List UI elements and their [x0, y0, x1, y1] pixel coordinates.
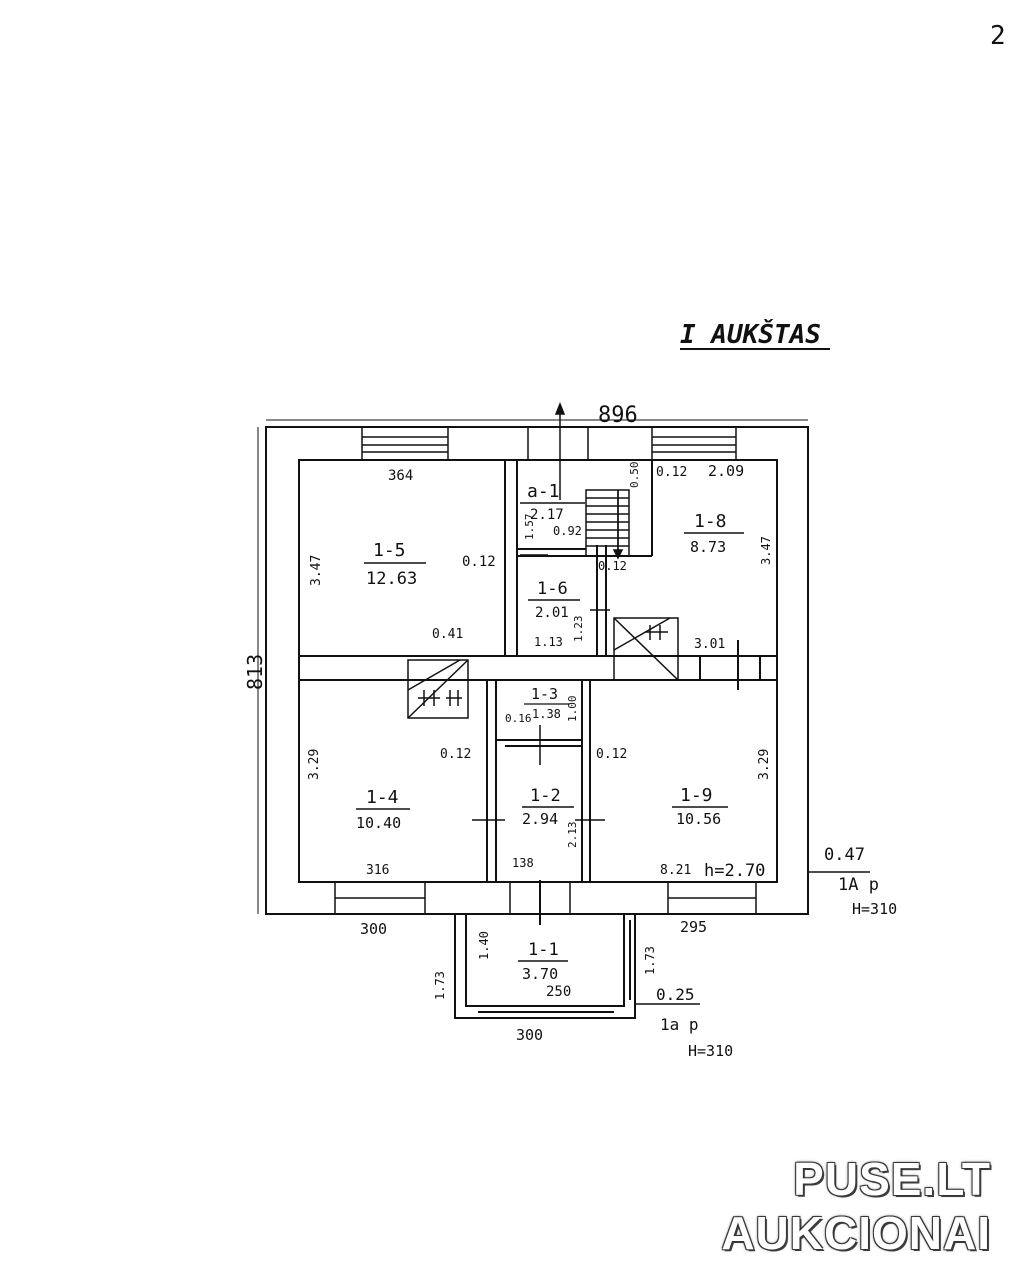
svg-text:2.94: 2.94 — [522, 810, 558, 828]
dim-173b: 1.73 — [643, 946, 657, 975]
floor-title-text: I AUKŠTAS — [680, 318, 821, 350]
windows — [334, 426, 757, 915]
dim-347a: 3.47 — [309, 555, 324, 586]
dim-329b: 3.29 — [757, 749, 772, 780]
room-1-2: 1-2 2.94 — [522, 786, 574, 828]
floor-title: I AUKŠTAS — [680, 318, 830, 350]
dim-041: 0.41 — [432, 627, 463, 642]
svg-text:1-5: 1-5 — [373, 540, 406, 561]
svg-text:1-4: 1-4 — [366, 787, 399, 808]
dim-012c: 0.12 — [598, 559, 627, 573]
overall-width-label: 896 — [598, 403, 638, 428]
svg-text:1-3: 1-3 — [531, 685, 558, 703]
svg-text:1-6: 1-6 — [537, 579, 568, 599]
room-1-3: 1-3 1.38 — [524, 685, 570, 721]
dim-316: 316 — [366, 863, 389, 878]
staircase — [585, 489, 630, 560]
overall-dim-lines — [257, 419, 808, 914]
dim-300a: 300 — [360, 920, 387, 938]
dim-140: 1.40 — [477, 931, 491, 960]
room-a-1: a-1 2.17 — [520, 481, 585, 523]
room-labels: 1-5 12.63 a-1 2.17 1-6 2.01 1-8 8.73 1-3… — [356, 481, 744, 983]
dim-347b: 3.47 — [759, 536, 773, 565]
svg-text:1-1: 1-1 — [528, 940, 559, 960]
dim-213: 2.13 — [566, 822, 579, 849]
dim-300b: 300 — [516, 1026, 543, 1044]
dim-012a: 0.12 — [462, 554, 496, 570]
room-1-1: 1-1 3.70 — [518, 940, 568, 983]
dim-821: 8.21 — [660, 863, 691, 878]
interior-walls — [299, 460, 777, 882]
wall-main-type: 1A p — [838, 875, 879, 895]
page-number: 2 — [990, 21, 1006, 51]
dim-295: 295 — [680, 918, 707, 936]
dim-012e: 0.12 — [596, 747, 627, 762]
dim-016: 0.16 — [505, 712, 532, 725]
porch — [454, 880, 636, 1019]
dim-157: 1.57 — [523, 514, 536, 541]
svg-text:2.17: 2.17 — [530, 507, 564, 523]
dim-050: 0.50 — [628, 462, 641, 489]
wall-porch-height: H=310 — [688, 1042, 733, 1060]
dim-364: 364 — [388, 468, 413, 484]
room-1-4: 1-4 10.40 — [356, 787, 410, 832]
dim-012d: 0.12 — [440, 747, 471, 762]
svg-text:8.73: 8.73 — [690, 538, 726, 556]
door-marks — [472, 554, 610, 821]
watermark-line1: PUSE.LT — [793, 1153, 991, 1205]
dim-250: 250 — [546, 984, 571, 1000]
room-1-9: 1-9 10.56 — [672, 785, 728, 828]
dim-173a: 1.73 — [433, 971, 447, 1000]
room-1-5: 1-5 12.63 — [364, 540, 426, 589]
wall-main-thickness: 0.47 — [824, 845, 865, 865]
svg-text:a-1: a-1 — [527, 481, 560, 502]
svg-text:12.63: 12.63 — [366, 569, 417, 589]
svg-text:1-2: 1-2 — [530, 786, 561, 806]
wall-main-height: H=310 — [852, 900, 897, 918]
dim-123: 1.23 — [572, 616, 585, 643]
dim-012b: 0.12 — [656, 465, 687, 480]
svg-text:1-8: 1-8 — [694, 511, 727, 532]
wall-porch-type: 1a p — [660, 1015, 699, 1034]
stoves — [407, 617, 679, 719]
svg-text:3.70: 3.70 — [522, 965, 558, 983]
svg-text:1.38: 1.38 — [532, 707, 561, 721]
room-1-8: 1-8 8.73 — [684, 511, 744, 556]
dim-138: 138 — [512, 856, 534, 870]
room-height: h=2.70 — [704, 861, 765, 881]
dim-092: 0.92 — [553, 524, 582, 538]
dim-301: 3.01 — [694, 637, 725, 652]
wall-porch-thickness: 0.25 — [656, 985, 695, 1004]
dimension-labels: 364 3.47 0.12 0.12 2.09 3.47 1.57 0.92 0… — [307, 462, 773, 1045]
wall-porch-annotation: 0.25 1a p H=310 — [635, 985, 733, 1060]
entry-arrow — [554, 401, 566, 500]
room-1-6: 1-6 2.01 — [528, 579, 580, 621]
dim-329a: 3.29 — [307, 749, 322, 780]
watermark-line2: AUKCIONAI — [721, 1207, 991, 1259]
overall-height-label: 813 — [243, 654, 267, 690]
svg-text:2.01: 2.01 — [535, 605, 569, 621]
dim-100: 1.00 — [566, 696, 579, 723]
svg-text:1-9: 1-9 — [680, 785, 713, 806]
wall-main-annotation: 0.47 1A p H=310 — [808, 845, 897, 918]
dim-113: 1.13 — [534, 635, 563, 649]
dim-209: 2.09 — [708, 462, 744, 480]
svg-text:10.40: 10.40 — [356, 814, 401, 832]
svg-text:10.56: 10.56 — [676, 810, 721, 828]
